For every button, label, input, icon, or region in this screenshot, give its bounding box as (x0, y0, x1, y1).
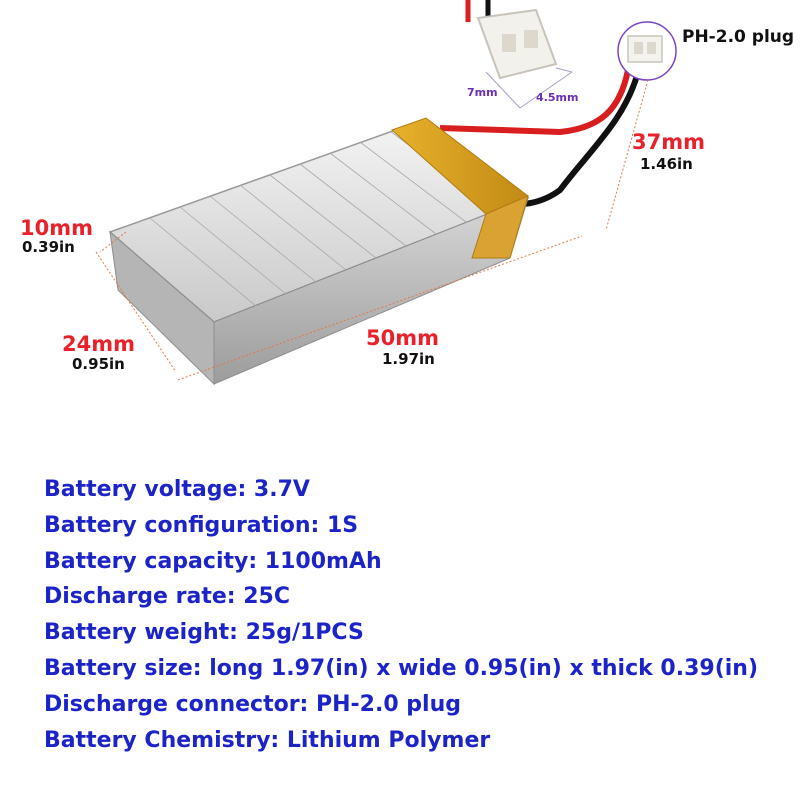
spec-size: Battery size: long 1.97(in) x wide 0.95(… (44, 655, 759, 681)
length-mm-label: 50mm (366, 326, 439, 350)
spec-list: Battery voltage: 3.7V Battery configurat… (44, 472, 758, 758)
lipo-battery-pack-icon (108, 117, 530, 386)
length-in-label: 1.97in (382, 350, 435, 368)
wire-in-label: 1.46in (640, 155, 693, 173)
thickness-in-label: 0.39in (22, 238, 75, 256)
width-in-label: 0.95in (72, 355, 125, 373)
thickness-mm-label: 10mm (20, 216, 93, 240)
spec-connector: Discharge connector: PH-2.0 plug (44, 691, 462, 717)
dimension-lines (95, 79, 649, 381)
connector-closeup (617, 21, 677, 81)
connector-type-label: PH-2.0 plug (682, 27, 795, 47)
spec-chemistry: Battery Chemistry: Lithium Polymer (44, 727, 491, 753)
connector-width-label: 7mm (467, 86, 498, 99)
spec-discharge-rate: Discharge rate: 25C (44, 584, 290, 610)
spec-weight: Battery weight: 25g/1PCS (44, 620, 364, 646)
connector-depth-label: 4.5mm (536, 91, 579, 104)
spec-capacity: Battery capacity: 1100mAh (44, 548, 382, 574)
spec-configuration: Battery configuration: 1S (44, 512, 359, 538)
spec-voltage: Battery voltage: 3.7V (44, 477, 310, 502)
ph2-connector-icon (476, 8, 573, 109)
width-mm-label: 24mm (62, 332, 135, 356)
wire-mm-label: 37mm (632, 130, 705, 154)
